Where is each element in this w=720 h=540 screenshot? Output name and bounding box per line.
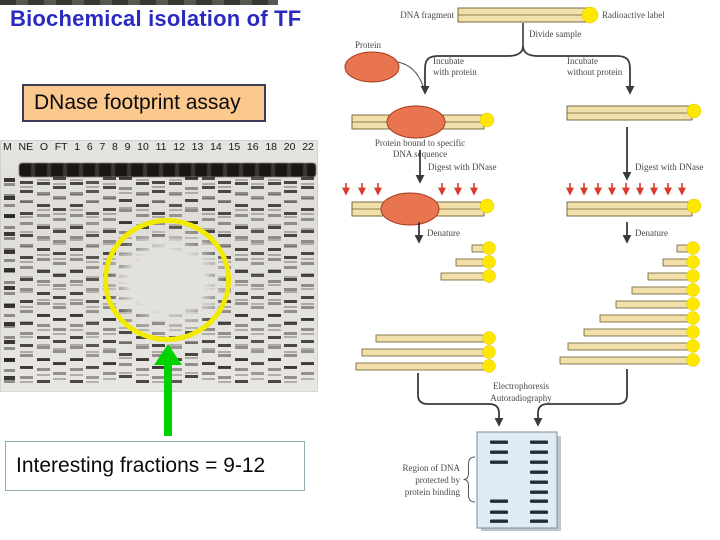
fractions-callout-box: Interesting fractions = 9-12 <box>5 441 305 491</box>
dna-fragment-bar <box>457 6 599 24</box>
branch-right-arrow <box>522 45 635 95</box>
gel-lane-label: 7 <box>99 141 106 153</box>
green-arrow <box>154 344 182 436</box>
dnase-arrows-left <box>342 183 478 196</box>
protein-connector-line <box>397 61 424 87</box>
gel-lane-label: 6 <box>86 141 93 153</box>
fragments-right <box>559 244 691 365</box>
protein-label: Protein <box>355 40 381 50</box>
page-title: Biochemical isolation of TF <box>10 6 302 31</box>
dna-fragment-label: DNA fragment <box>400 10 454 20</box>
gel-lane-label: FT <box>54 141 68 153</box>
fragments-left <box>355 244 487 371</box>
gel-lane-label: 20 <box>283 141 296 153</box>
gel-lane-label: M <box>3 141 12 153</box>
gel-lane-label: 9 <box>124 141 131 153</box>
radioactive-label-text: Radioactive label <box>602 10 665 20</box>
region-protected-label: protein binding <box>405 487 461 497</box>
divide-sample-label: Divide sample <box>529 29 581 39</box>
gel-lane-label: 12 <box>173 141 185 153</box>
incubate-without-label: Incubate <box>567 56 598 66</box>
branch-left-arrow <box>420 45 524 95</box>
gel-wells-band <box>19 163 316 177</box>
gel-lane-label: 22 <box>302 141 314 153</box>
dna-without-protein-bar <box>566 103 702 121</box>
gel-lane-label: O <box>39 141 48 153</box>
dnase-arrows-right <box>566 183 686 196</box>
dna-with-protein-bar <box>351 105 495 139</box>
radioactive-label-icon <box>581 6 599 24</box>
result-gel <box>476 431 561 531</box>
incubate-with-label: Incubate <box>433 56 464 66</box>
gel-lane-labels: M NE O FT 1 6 7 8 9 10 11 12 13 14 15 16… <box>3 141 314 153</box>
gel-lane-label: NE <box>18 141 34 153</box>
protected-region-brace <box>463 456 476 503</box>
autoradiography-label: Autoradiography <box>490 393 552 403</box>
gel-lane-label: 10 <box>137 141 149 153</box>
converge-arrow-right <box>533 369 628 427</box>
assay-label: DNase footprint assay <box>34 91 241 114</box>
gel-lane-label: 1 <box>74 141 81 153</box>
fractions-callout-label: Interesting fractions = 9-12 <box>16 454 266 477</box>
denature-label-right: Denature <box>635 228 668 238</box>
gel-lane-label: 16 <box>246 141 259 153</box>
gel-marker-lane <box>4 176 15 384</box>
footprint-assay-diagram: DNA fragment Radioactive label Divide sa… <box>342 6 704 531</box>
gel-lane-label: 18 <box>265 141 278 153</box>
region-protected-label: protected by <box>415 475 460 485</box>
gel-lane-label: 13 <box>191 141 204 153</box>
fragment-labels-right <box>686 241 700 367</box>
incubate-with-label: with protein <box>433 67 477 77</box>
converge-arrow-left <box>417 373 504 427</box>
highlight-circle <box>103 218 231 342</box>
digested-dna-without-protein <box>566 198 702 217</box>
region-protected-label: Region of DNA <box>403 463 461 473</box>
assay-label-box: DNase footprint assay <box>22 84 266 122</box>
result-gel-bands <box>490 440 548 523</box>
gel-lane-label: 15 <box>228 141 241 153</box>
fragment-labels-left <box>482 241 496 373</box>
incubate-without-label: without protein <box>567 67 623 77</box>
digest-label-left: Digest with DNase <box>428 162 497 172</box>
digest-label-right: Digest with DNase <box>635 162 704 172</box>
gel-lane-label: 11 <box>155 141 167 153</box>
gel-lane-label: 8 <box>112 141 118 153</box>
denature-label-left: Denature <box>427 228 460 238</box>
electrophoresis-label: Electrophoresis <box>493 381 549 391</box>
scan-edge-strip <box>0 0 278 5</box>
gel-lane-label: 14 <box>210 141 222 153</box>
protein-bound-label: Protein bound to specific <box>375 138 465 148</box>
digested-dna-with-protein <box>351 192 495 226</box>
protein-blob <box>344 51 400 83</box>
